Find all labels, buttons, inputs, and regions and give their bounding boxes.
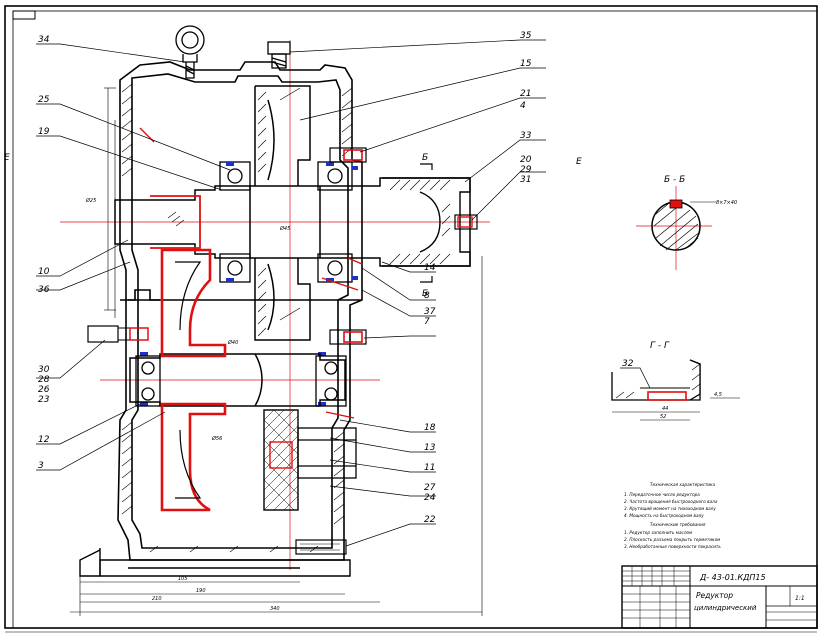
tech-req-1: 1. Редуктор заполнить маслом: [624, 530, 692, 535]
coupling-hatch: [389, 179, 451, 265]
callout-11: 11: [424, 463, 435, 473]
svg-text:8×7×40: 8×7×40: [716, 200, 737, 206]
dimension-values: 105 190 210 340 Ø25 Ø45 Ø56 Ø40: [85, 197, 290, 612]
input-shaft-key-highlight: [150, 195, 201, 249]
technical-notes: Техническая характеристика 1. Передаточн…: [624, 482, 721, 549]
callout-29: 29: [520, 165, 532, 175]
lower-gear-wheel-red: [160, 248, 227, 512]
svg-text:52: 52: [660, 414, 666, 420]
input-key-hatch: [167, 211, 185, 227]
callout-36: 36: [38, 285, 50, 295]
section-gg: Г - Г 44 52 4,5: [611, 341, 740, 421]
callout-37: 37: [424, 307, 436, 317]
section-bb-title: Б - Б: [664, 175, 685, 185]
callout-14: 14: [424, 263, 436, 273]
tech-line-1: 1. Передаточное число редуктора: [624, 492, 700, 497]
pinion-key: [269, 441, 293, 469]
callout-19: 19: [38, 127, 50, 137]
callout-23: 23: [38, 395, 50, 405]
cover-bolt-top: [329, 147, 367, 163]
callout-20: 20: [520, 155, 532, 165]
top-gear-hatch: [257, 87, 301, 337]
title-name-line2: цилиндрический: [694, 604, 757, 612]
callout-8: 8: [424, 291, 430, 301]
callout-25: 25: [38, 95, 50, 105]
callout-28: 28: [38, 375, 50, 385]
cover-bolt-mid: [329, 329, 367, 345]
output-shaft: [129, 353, 346, 407]
housing-foot: [79, 548, 351, 577]
tech-heading-1: Техническая характеристика: [650, 482, 716, 487]
section-gg-title: Г - Г: [650, 341, 670, 351]
inner-frame: [12, 10, 818, 629]
tech-line-2: 2. Частота вращения быстроходного вала: [624, 499, 718, 504]
title-name-line1: Редуктор: [696, 591, 733, 600]
callout-4: 4: [520, 101, 526, 111]
svg-text:190: 190: [196, 588, 206, 594]
callout-35: 35: [520, 31, 532, 41]
stamp-corner-box: [12, 10, 36, 20]
callout-33: 33: [520, 131, 532, 141]
callout-3: 3: [38, 461, 44, 471]
callout-24: 24: [424, 493, 436, 503]
section-marks: Б Б Е Е: [4, 153, 582, 299]
eye-bolt: [175, 25, 205, 79]
svg-text:Ø56: Ø56: [211, 435, 222, 442]
svg-text:340: 340: [270, 606, 280, 612]
callout-7: 7: [424, 317, 430, 327]
callout-12: 12: [38, 435, 50, 445]
callout-31: 31: [520, 175, 531, 185]
dimension-lines: [70, 87, 483, 616]
title-scale: 1:1: [795, 595, 805, 602]
svg-text:105: 105: [178, 576, 188, 582]
lower-gear-wheel-inner: [175, 261, 202, 499]
coupling-half: [382, 177, 471, 267]
tech-line-4: 4. Мощность на быстроходном валу: [624, 513, 704, 518]
svg-text:Ø25: Ø25: [85, 197, 96, 204]
callout-34: 34: [38, 35, 50, 45]
callout-10: 10: [38, 267, 50, 277]
callout-21: 21: [520, 89, 531, 99]
callout-27: 27: [424, 483, 436, 493]
center-lines: [60, 40, 712, 570]
tech-req-2: 2. Плоскость разъема покрыть герметиком: [624, 537, 720, 542]
section-bb: Б - Б 8×7×40: [651, 175, 737, 251]
view-mark-left: Е: [4, 153, 10, 163]
flange-bolt-left: [87, 325, 149, 343]
title-doc-code: Д- 43-01.КДП15: [699, 573, 766, 582]
pinion-crosshatch: [263, 409, 299, 511]
gearbox-housing: [117, 61, 363, 561]
callout-15: 15: [520, 59, 532, 69]
lower-right-hub: [297, 427, 357, 479]
svg-text:4,5: 4,5: [714, 392, 722, 398]
svg-text:44: 44: [662, 406, 668, 412]
section-mark-b-bottom: Б: [422, 289, 428, 299]
coupling-screw: [454, 214, 478, 230]
breather-plug: [267, 41, 291, 69]
red-accents: [139, 127, 363, 419]
top-gear-wheel: [254, 85, 311, 341]
lower-bearings: [135, 355, 347, 407]
callout-26: 26: [38, 385, 50, 395]
callout-32: 32: [622, 359, 634, 369]
title-block: Д- 43-01.КДП15 Редуктор цилиндрический 1…: [621, 565, 818, 629]
callout-22: 22: [424, 515, 436, 525]
callout-18: 18: [424, 423, 436, 433]
svg-text:Ø40: Ø40: [227, 339, 238, 346]
svg-text:Ø45: Ø45: [279, 225, 290, 232]
tech-line-3: 3. Крутящий момент на тихоходном валу: [624, 506, 716, 511]
drain-plug: [295, 539, 347, 555]
tech-req-3: 3. Необработанные поверхности покрасить: [624, 544, 721, 549]
view-mark-e: Е: [576, 157, 582, 167]
tech-heading-2: Технические требования: [650, 522, 706, 527]
callout-13: 13: [424, 443, 436, 453]
svg-text:210: 210: [152, 596, 162, 602]
callout-numbers: 34 35 15 21 4 33 20 29 31 25 19 10 36 14…: [38, 31, 634, 525]
housing-wall-hatch: [121, 83, 353, 553]
section-mark-b-top: Б: [422, 153, 428, 163]
leader-lines: [36, 39, 651, 547]
callout-30: 30: [38, 365, 50, 375]
top-bearings: [219, 161, 353, 283]
